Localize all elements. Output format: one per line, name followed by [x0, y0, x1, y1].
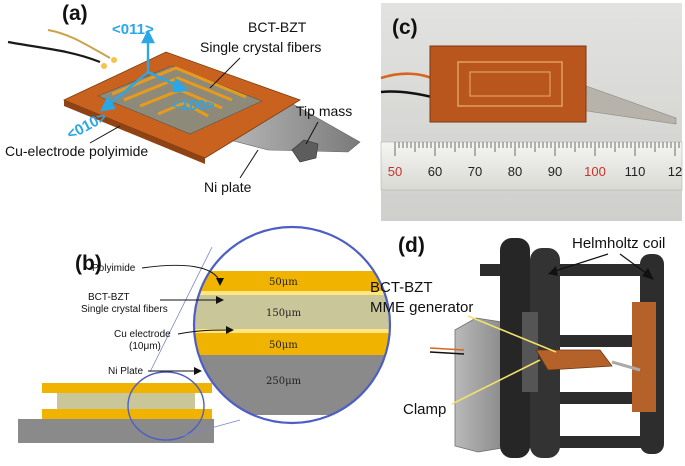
coil-right-copper — [632, 302, 656, 412]
zoom-line-bottom — [181, 419, 241, 437]
generator-label-line1: BCT-BZT — [370, 279, 433, 296]
electrode-label: Cu-electrode polyimide — [5, 143, 148, 159]
polyimide-arrow — [141, 264, 221, 283]
d-black-wire — [429, 351, 465, 355]
coil-leader-1 — [551, 253, 609, 273]
black-wire — [7, 40, 101, 64]
mme-device — [535, 349, 613, 371]
contact-pad-2 — [111, 57, 117, 63]
panel-a-label: (a) — [62, 2, 88, 25]
gold-wire — [47, 29, 111, 59]
generator-leader — [467, 315, 557, 353]
helmholtz-coil-label: Helmholtz coil — [572, 235, 665, 252]
fiber-label-line2: Single crystal fibers — [200, 39, 321, 55]
direction-100-label: <100> — [172, 97, 215, 114]
ruler-label: 80 — [508, 164, 522, 179]
cu-electrode-thickness: (10μm) — [129, 341, 161, 352]
ruler-label: 60 — [428, 164, 442, 179]
ruler-label: 100 — [584, 164, 606, 179]
ruler-label: 110 — [625, 164, 646, 179]
panel-d: (d) Helmholtz coil BCT-BZT MME generator — [370, 234, 665, 458]
photo-electrode-pattern — [457, 61, 563, 107]
thickness-polyimide-bottom: 50μm — [269, 340, 298, 351]
ruler-label: 90 — [548, 164, 562, 179]
tip-mass-leader — [305, 121, 319, 145]
stack-fibers — [57, 393, 195, 409]
coil-left-front — [500, 238, 530, 458]
direction-011-label: <011> — [112, 21, 154, 38]
photo-electrode-inner — [469, 71, 551, 97]
coil-leader-1-head — [548, 266, 558, 276]
thickness-polyimide-top: 50μm — [269, 277, 298, 288]
ni-plate-b-label: Ni Plate — [108, 366, 143, 377]
clamp-label: Clamp — [403, 401, 446, 418]
cu-electrode-label: Cu electrode — [114, 329, 171, 340]
photo-device — [429, 45, 587, 123]
cu-arrow — [177, 329, 229, 335]
stack-polyimide-bottom — [42, 409, 212, 419]
fibers-b-line1: BCT-BZT — [88, 292, 130, 303]
contact-pad-1 — [101, 63, 107, 69]
mme-ni-tip — [611, 360, 641, 372]
panel-a: (a) <011> <10 — [5, 2, 361, 195]
ruler-label: 12 — [668, 164, 682, 179]
ruler — [380, 141, 683, 191]
zoom-source-circle — [127, 371, 205, 441]
ni-plate-label: Ni plate — [204, 179, 252, 195]
panel-c: 50 60 70 80 90 100 110 12 (c) — [380, 3, 683, 221]
fibers-b-line2: Single crystal fibers — [81, 304, 168, 315]
panel-d-label: (d) — [398, 234, 425, 257]
thickness-ni-plate: 250μm — [266, 376, 302, 387]
tip-mass-label: Tip mass — [296, 103, 352, 119]
zoom-circle — [192, 225, 392, 425]
coil-leader-2-head — [642, 268, 654, 280]
fibers-b-arrowhead — [216, 296, 224, 304]
stack-polyimide-top — [42, 383, 212, 393]
fiber-label-line1: BCT-BZT — [248, 19, 307, 35]
ni-b-arrowhead — [194, 367, 202, 375]
panel-b: (b) 50μm 150μm 50μm 250μm Polyimide — [18, 225, 392, 443]
d-orange-wire — [429, 347, 465, 351]
ruler-labels: 50 60 70 80 90 100 110 12 — [388, 164, 682, 179]
polyimide-label: Polyimide — [92, 263, 136, 274]
cu-arrowhead — [226, 326, 234, 334]
coil-left-inner — [522, 312, 538, 392]
polyimide-edge — [64, 100, 205, 164]
ruler-label: 70 — [468, 164, 482, 179]
direction-axes — [99, 29, 189, 112]
clamp-leader — [451, 359, 541, 405]
thickness-fibers: 150μm — [266, 308, 302, 319]
panel-c-label: (c) — [392, 16, 418, 39]
ruler-label: 50 — [388, 164, 402, 179]
zoom-detail — [194, 227, 390, 423]
ni-plate-leader — [239, 149, 259, 179]
ruler-ticks — [394, 142, 680, 156]
generator-label-line2: MME generator — [370, 299, 473, 316]
stack-ni-plate — [18, 419, 214, 443]
tip-mass — [291, 139, 319, 163]
clamp-block — [454, 317, 503, 453]
panel-b-label: (b) — [75, 252, 102, 275]
polyimide-arrowhead — [216, 278, 224, 286]
electrode-leader — [89, 125, 121, 144]
fiber-leader — [209, 57, 241, 89]
